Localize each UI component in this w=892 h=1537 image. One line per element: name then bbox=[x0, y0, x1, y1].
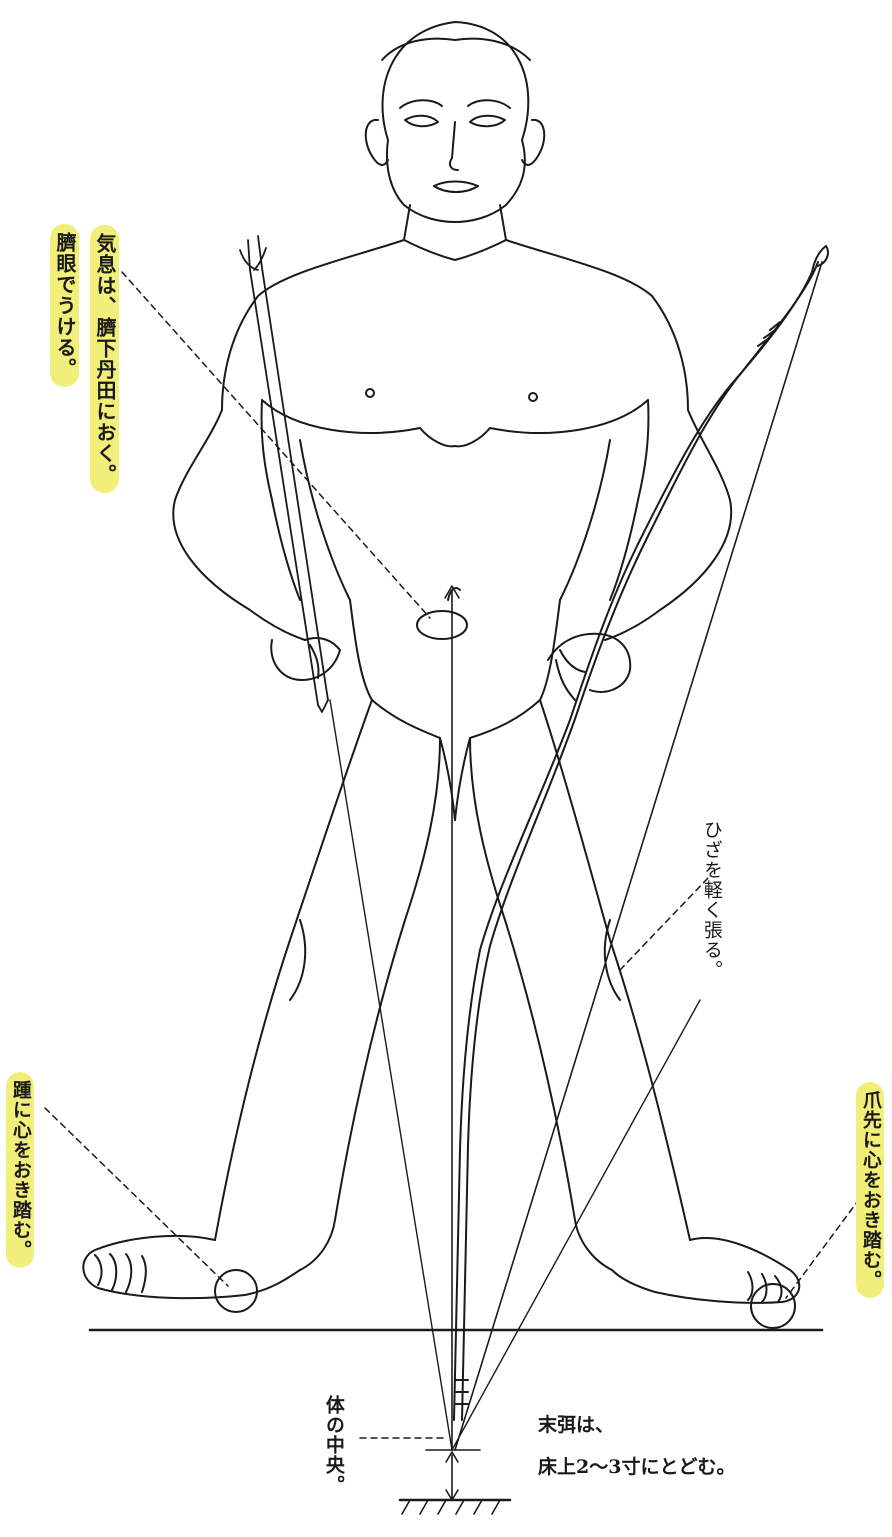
torso bbox=[222, 205, 688, 700]
label-breath-navel: 臍眼でうける。 bbox=[50, 224, 79, 387]
label-bow-tip-line2: 床上2〜3寸にとどむ。 bbox=[538, 1452, 735, 1479]
label-heel: 踵に心をおき踏む。 bbox=[6, 1072, 34, 1268]
label-toe: 爪先に心をおき踏む。 bbox=[856, 1082, 884, 1298]
left-foot bbox=[83, 1236, 300, 1298]
toe-marker bbox=[751, 1284, 795, 1328]
convergence-lines bbox=[330, 700, 700, 1450]
head bbox=[366, 22, 545, 222]
right-arm bbox=[548, 400, 731, 692]
label-body-center: 体の中央。 bbox=[322, 1395, 344, 1495]
label-knee: ひざを軽く張る。 bbox=[700, 820, 722, 980]
bow-tip-dimension bbox=[400, 1450, 510, 1514]
left-arm bbox=[173, 400, 340, 680]
arrows bbox=[240, 236, 328, 712]
right-foot bbox=[612, 1238, 799, 1303]
heel-marker bbox=[215, 1270, 257, 1312]
label-bow-tip-line1: 末弭は、 bbox=[538, 1410, 614, 1437]
dantian-marker bbox=[417, 611, 467, 639]
label-breath-dantian: 気息は、臍下丹田におく。 bbox=[90, 225, 119, 493]
bowstring bbox=[455, 262, 822, 1450]
